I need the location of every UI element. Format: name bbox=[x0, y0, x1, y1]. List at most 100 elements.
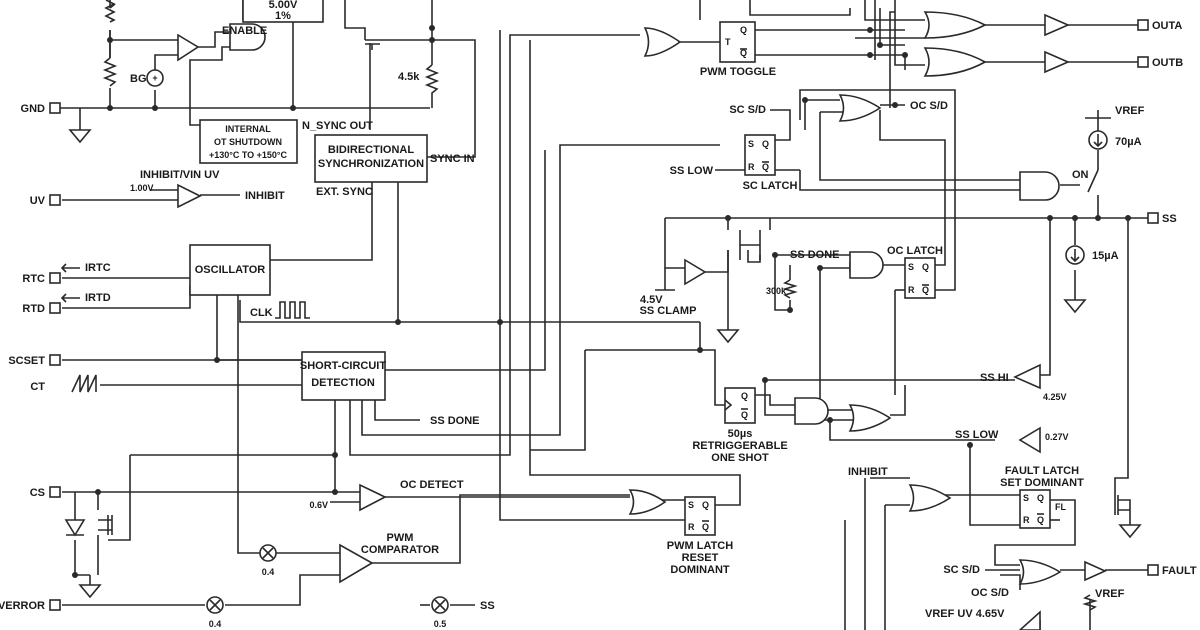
svg-text:OT SHUTDOWN: OT SHUTDOWN bbox=[214, 137, 282, 147]
svg-text:FAULT LATCH: FAULT LATCH bbox=[1005, 465, 1079, 477]
svg-text:Q: Q bbox=[741, 391, 748, 401]
svg-text:EXT. SYNC: EXT. SYNC bbox=[316, 186, 373, 198]
svg-text:RESET: RESET bbox=[682, 552, 719, 564]
svg-text:5.00V: 5.00V bbox=[269, 0, 298, 11]
pin-gnd-label: GND bbox=[21, 103, 46, 115]
fault-latch-ff: S R Q Q bbox=[1019, 489, 1051, 529]
outa-or-gate bbox=[923, 11, 987, 39]
svg-text:BIDIRECTIONAL: BIDIRECTIONAL bbox=[328, 144, 414, 156]
svg-text:SC S/D: SC S/D bbox=[729, 104, 766, 116]
sources: + bbox=[146, 69, 1111, 265]
svg-text:R: R bbox=[748, 162, 755, 172]
svg-text:S: S bbox=[748, 139, 754, 149]
svg-text:SYNC IN: SYNC IN bbox=[430, 153, 475, 165]
svg-text:OC LATCH: OC LATCH bbox=[887, 245, 943, 257]
waveforms bbox=[71, 301, 310, 393]
pin-rtd bbox=[49, 302, 61, 314]
wires bbox=[60, 0, 1148, 630]
clk-pulse-icon bbox=[275, 301, 310, 319]
sync-block: BIDIRECTIONAL SYNCHRONIZATION bbox=[314, 134, 428, 183]
svg-text:R: R bbox=[688, 522, 695, 532]
reference-block: 5.00V 1% bbox=[242, 0, 324, 23]
buffers-comparators bbox=[177, 13, 1107, 630]
svg-text:SS LOW: SS LOW bbox=[670, 165, 714, 177]
svg-text:SHORT-CIRCUIT: SHORT-CIRCUIT bbox=[300, 360, 386, 372]
pin-rtd-label: RTD bbox=[22, 303, 45, 315]
pin-cs bbox=[49, 486, 61, 498]
svg-text:0.27V: 0.27V bbox=[1045, 432, 1069, 442]
svg-text:Q: Q bbox=[762, 139, 769, 149]
one-shot-block: Q Q bbox=[724, 387, 756, 424]
pin-uv-label: UV bbox=[30, 195, 46, 207]
one-shot-and-gate bbox=[794, 397, 829, 425]
pwm-latch-ff: S R Q Q bbox=[684, 496, 716, 536]
inhibit-comparator bbox=[177, 183, 202, 209]
pin-scset bbox=[49, 354, 61, 366]
multipliers bbox=[206, 544, 449, 614]
pin-outa-label: OUTA bbox=[1152, 20, 1182, 32]
svg-text:0.5: 0.5 bbox=[434, 619, 447, 629]
pin-ss-label: SS bbox=[1162, 213, 1177, 225]
svg-text:IRTD: IRTD bbox=[85, 292, 111, 304]
pwm-or-gate bbox=[643, 27, 682, 57]
svg-text:SS LOW: SS LOW bbox=[955, 429, 999, 441]
labels: GND UV RTC RTD SCSET CT CS VERROR OUTA O… bbox=[0, 20, 1197, 629]
svg-text:DETECTION: DETECTION bbox=[311, 377, 375, 389]
pin-outb-label: OUTB bbox=[1152, 57, 1183, 69]
pin-rtc-label: RTC bbox=[22, 273, 45, 285]
logic-gates bbox=[229, 11, 1062, 585]
svg-text:PWM LATCH: PWM LATCH bbox=[667, 540, 733, 552]
svg-text:SC LATCH: SC LATCH bbox=[743, 180, 798, 192]
svg-text:ONE SHOT: ONE SHOT bbox=[711, 452, 769, 464]
svg-text:4.5k: 4.5k bbox=[398, 71, 420, 83]
vref-uv-comparator bbox=[1018, 610, 1041, 630]
svg-text:INHIBIT/VIN UV: INHIBIT/VIN UV bbox=[140, 169, 220, 181]
oc-latch-ff: S R Q Q bbox=[904, 257, 936, 299]
ot-shutdown-block: INTERNAL OT SHUTDOWN +130°C TO +150°C bbox=[199, 119, 298, 164]
svg-text:N_SYNC OUT: N_SYNC OUT bbox=[302, 120, 373, 132]
svg-text:0.4: 0.4 bbox=[262, 567, 275, 577]
svg-text:VREF: VREF bbox=[1115, 105, 1145, 117]
svg-text:+: + bbox=[152, 73, 157, 83]
oc-sd-or-gate bbox=[838, 94, 882, 122]
svg-text:INTERNAL: INTERNAL bbox=[225, 124, 271, 134]
svg-text:Q: Q bbox=[922, 262, 929, 272]
outb-buffer bbox=[1044, 50, 1071, 74]
svg-text:15µA: 15µA bbox=[1092, 250, 1119, 262]
svg-text:50µs: 50µs bbox=[728, 428, 753, 440]
resistors bbox=[424, 64, 1098, 611]
svg-text:BG: BG bbox=[130, 73, 147, 85]
svg-text:Q: Q bbox=[740, 25, 747, 35]
svg-text:Q: Q bbox=[702, 500, 709, 510]
svg-text:R: R bbox=[1023, 515, 1030, 525]
svg-text:+130°C TO +150°C: +130°C TO +150°C bbox=[209, 150, 288, 160]
svg-text:ON: ON bbox=[1072, 169, 1089, 181]
svg-text:FL: FL bbox=[1055, 502, 1066, 512]
pin-outa bbox=[1137, 19, 1149, 31]
svg-text:VREF UV 4.65V: VREF UV 4.65V bbox=[925, 608, 1005, 620]
svg-text:T: T bbox=[725, 37, 731, 47]
svg-text:Q: Q bbox=[762, 162, 769, 172]
pin-uv bbox=[49, 194, 61, 206]
ground-symbols bbox=[68, 129, 1142, 599]
svg-text:S: S bbox=[1023, 493, 1029, 503]
svg-text:SS HI: SS HI bbox=[980, 372, 1009, 384]
pins bbox=[49, 19, 1159, 611]
svg-text:VREF: VREF bbox=[1095, 588, 1125, 600]
oc-or-gate bbox=[848, 404, 892, 432]
on-and-gate bbox=[1019, 171, 1060, 201]
junction-dots bbox=[72, 25, 1131, 578]
enable-comparator bbox=[177, 33, 200, 62]
svg-text:SS DONE: SS DONE bbox=[430, 415, 480, 427]
ss-low-comparator bbox=[1018, 426, 1041, 454]
pin-fault bbox=[1147, 564, 1159, 576]
ct-sawtooth-icon bbox=[71, 374, 97, 393]
pin-fault-label: FAULT bbox=[1162, 565, 1197, 577]
svg-text:SS: SS bbox=[480, 600, 495, 612]
short-circuit-block: SHORT-CIRCUIT DETECTION bbox=[300, 351, 386, 401]
pin-scset-label: SCSET bbox=[8, 355, 45, 367]
svg-text:OC S/D: OC S/D bbox=[971, 587, 1009, 599]
pin-outb bbox=[1137, 56, 1149, 68]
pin-ss bbox=[1147, 212, 1159, 224]
